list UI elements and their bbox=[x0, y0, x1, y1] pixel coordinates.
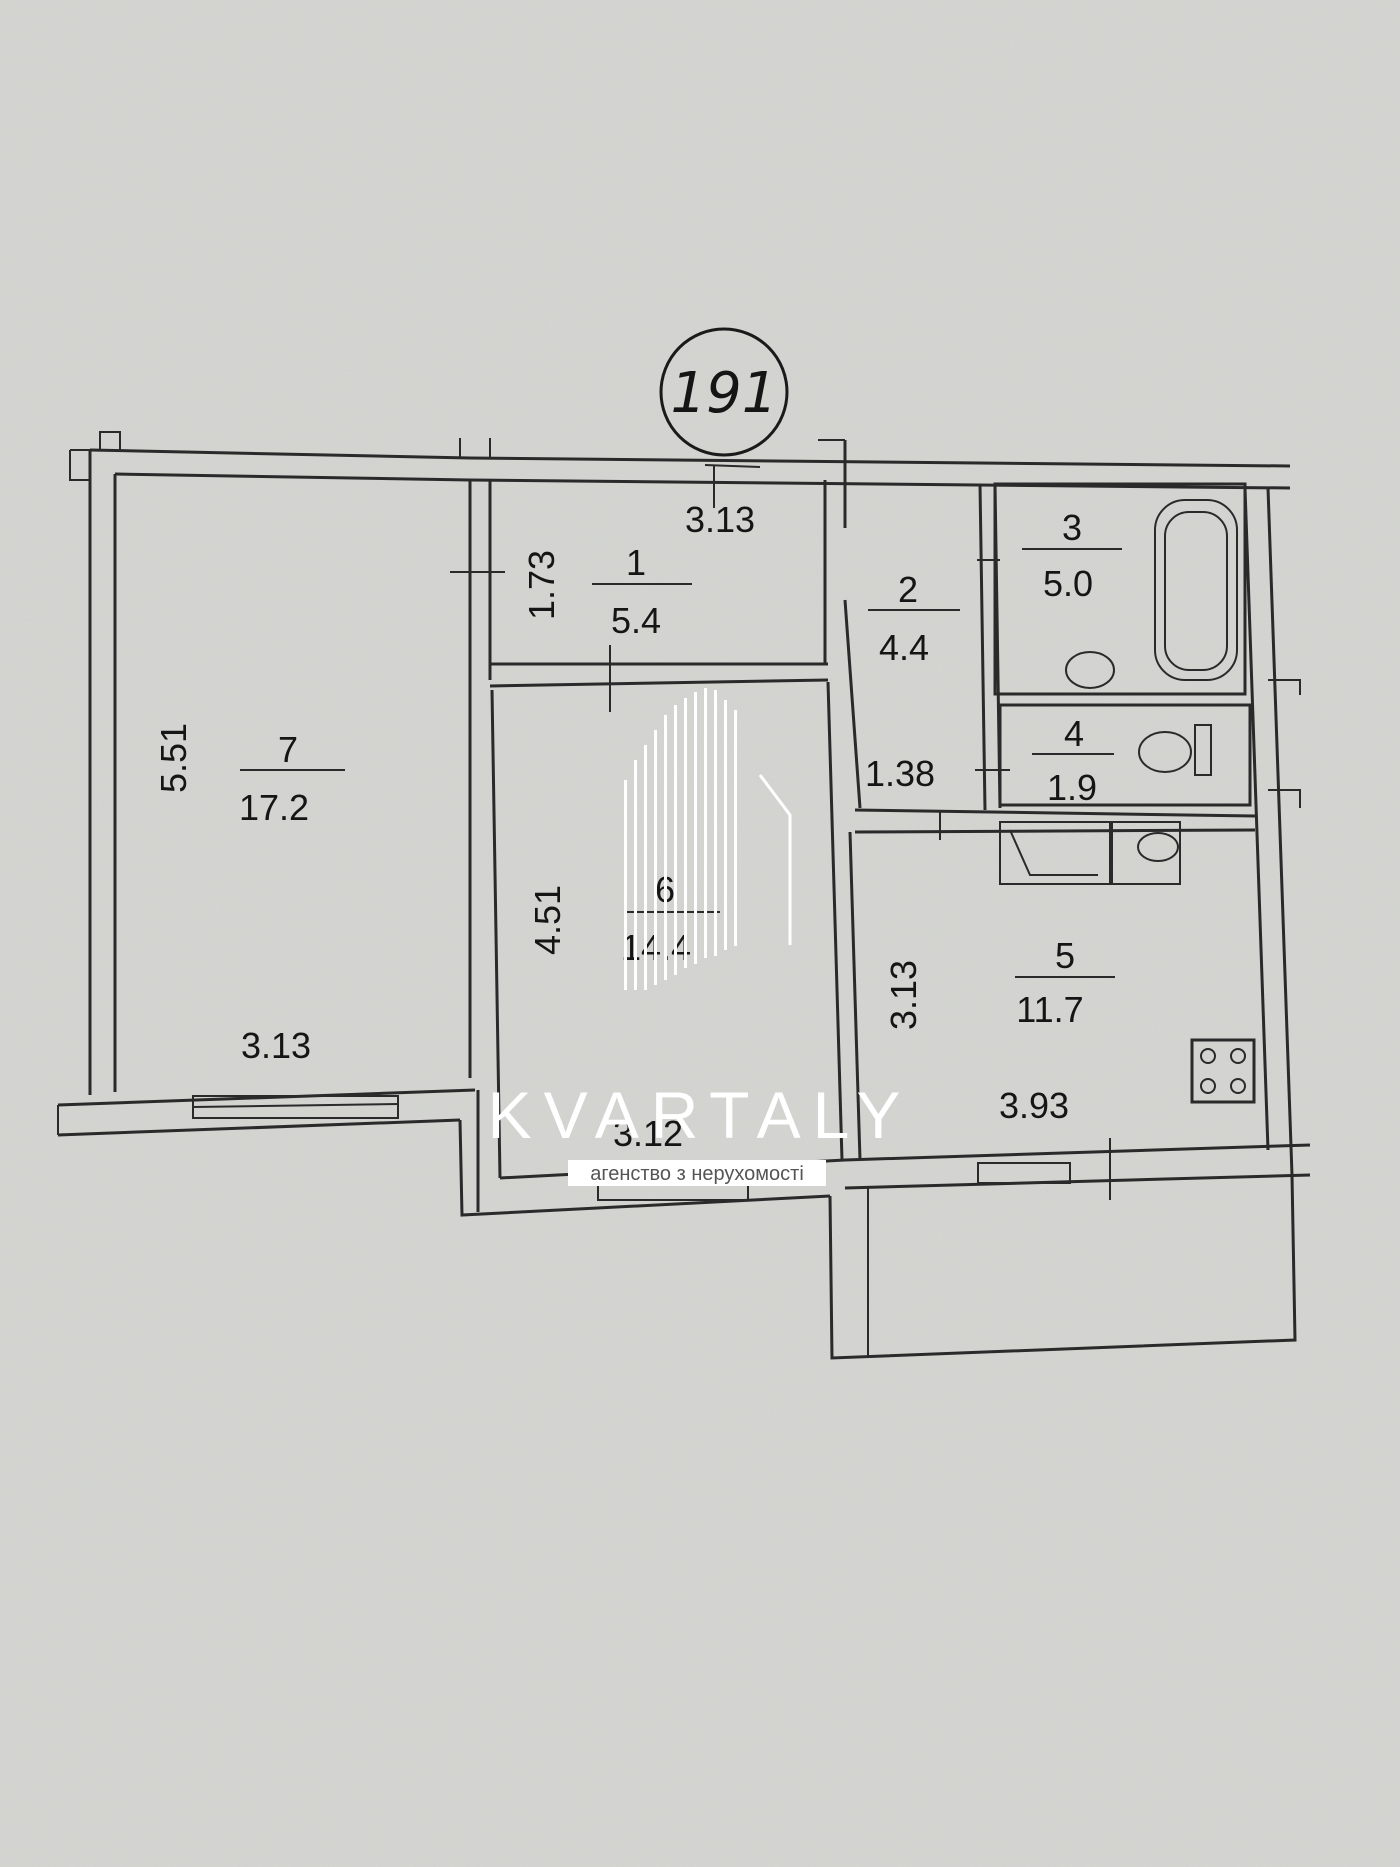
room-2-area: 4.4 bbox=[879, 627, 929, 668]
dim-kitchen-height: 3.13 bbox=[883, 960, 924, 1030]
room-7-number: 7 bbox=[278, 729, 298, 770]
watermark-tagline: агенство з нерухомості bbox=[590, 1163, 804, 1185]
room-1-number: 1 bbox=[626, 542, 646, 583]
walls bbox=[57, 431, 1311, 1360]
dim-room7-height: 5.51 bbox=[153, 723, 194, 793]
watermark-logo-stripes bbox=[624, 688, 792, 990]
dim-room6-height: 4.51 bbox=[527, 885, 568, 955]
apartment-number: 191 bbox=[671, 361, 778, 426]
dim-top-hall-width: 3.13 bbox=[685, 499, 755, 540]
room-3-number: 3 bbox=[1062, 507, 1082, 548]
room-3-area: 5.0 bbox=[1043, 563, 1093, 604]
apartment-number-badge: 191 bbox=[659, 327, 789, 457]
watermark-brand: KVARTALY bbox=[488, 1078, 913, 1152]
watermark: KVARTALY агенство з нерухомості bbox=[488, 688, 913, 1186]
dim-room7-width: 3.13 bbox=[241, 1025, 311, 1066]
room-4-number: 4 bbox=[1064, 713, 1084, 754]
dim-room6-width: 3.12 bbox=[613, 1113, 683, 1154]
room-1-area: 5.4 bbox=[611, 600, 661, 641]
room-5-area: 11.7 bbox=[1016, 989, 1083, 1030]
dim-kitchen-width: 3.93 bbox=[999, 1085, 1069, 1126]
watermark-tagline-box bbox=[568, 1160, 826, 1186]
dimension-labels: 3.13 1.73 5.51 3.13 4.51 3.12 1.38 3.13 … bbox=[153, 499, 1069, 1154]
dim-hall-height: 1.73 bbox=[521, 550, 562, 620]
room-4-area: 1.9 bbox=[1047, 767, 1097, 808]
room-2-number: 2 bbox=[898, 569, 918, 610]
room-5-number: 5 bbox=[1055, 935, 1075, 976]
dim-corridor-width: 1.38 bbox=[865, 753, 935, 794]
room-7-area: 17.2 bbox=[239, 787, 309, 828]
